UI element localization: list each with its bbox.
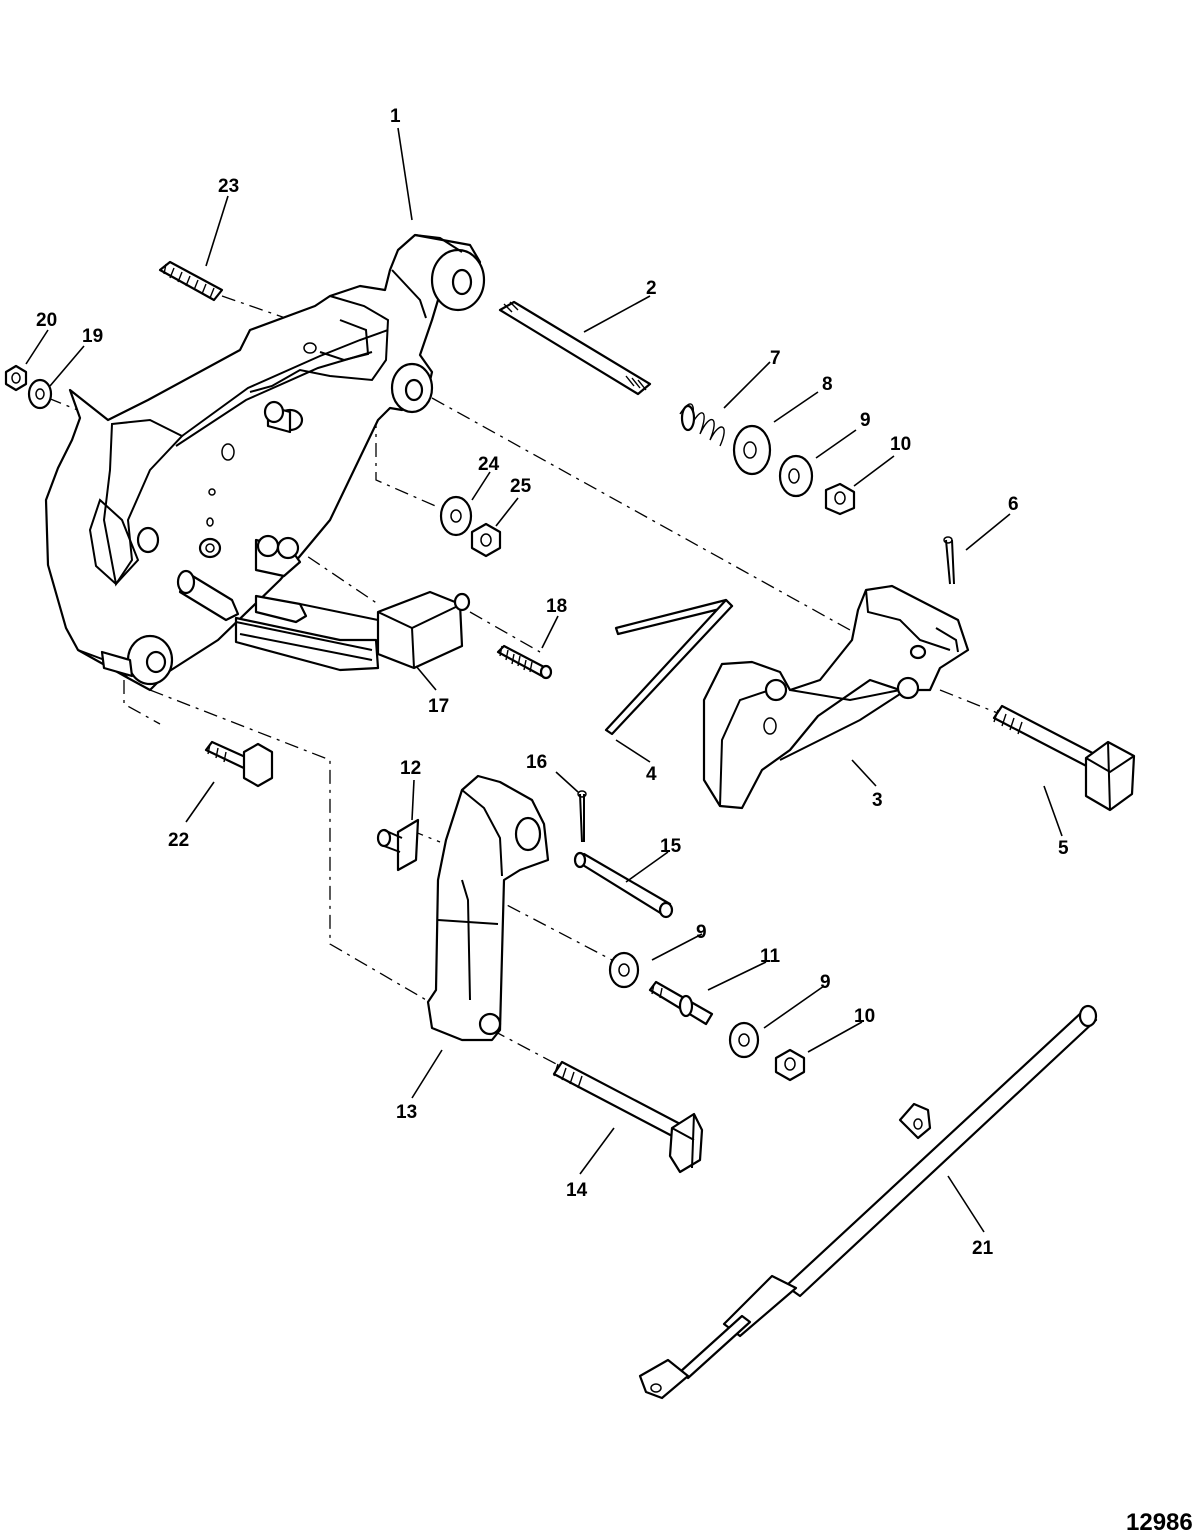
- latch-3: [702, 584, 970, 810]
- rod-4: [604, 598, 734, 736]
- long-stud: [498, 300, 652, 396]
- pivot-pin: [176, 569, 240, 622]
- callout-5: 5: [1058, 838, 1069, 859]
- arm-13: [426, 774, 550, 1042]
- callout-7: 7: [770, 348, 781, 369]
- stud-11: [648, 980, 714, 1026]
- bolt-22: [204, 740, 274, 788]
- callout-22: 22: [168, 830, 189, 851]
- callout-13: 13: [396, 1102, 417, 1123]
- callout-2: 2: [646, 278, 657, 299]
- nut-25: [470, 522, 502, 558]
- washer-9-bottom: [728, 1021, 760, 1059]
- callout-9-bottom: 9: [820, 972, 831, 993]
- spring-7: [679, 403, 725, 447]
- callout-20: 20: [36, 310, 57, 331]
- short-stud: [158, 260, 224, 302]
- callout-11: 11: [760, 946, 781, 967]
- cotter-pin-16: [577, 790, 587, 843]
- callout-24: 24: [478, 454, 500, 475]
- washer-8: [732, 424, 772, 476]
- nut-20: [4, 364, 28, 392]
- callout-9-top: 9: [860, 410, 871, 431]
- callout-10-bottom: 10: [854, 1006, 875, 1027]
- callout-25: 25: [510, 476, 532, 497]
- pin-15: [573, 851, 674, 919]
- callout-4: 4: [646, 764, 657, 785]
- callout-14: 14: [566, 1180, 588, 1201]
- drawing-reference-number: 12986: [1126, 1509, 1193, 1536]
- callout-9-lower: 9: [696, 922, 707, 943]
- washer-9-top: [778, 454, 814, 498]
- callout-21: 21: [972, 1238, 994, 1259]
- switch-assembly: [234, 590, 471, 672]
- bolt-5: [992, 704, 1136, 812]
- cotter-pin-6: [943, 536, 955, 585]
- callout-15: 15: [660, 836, 682, 857]
- callout-1: 1: [390, 106, 401, 127]
- bolt-14: [552, 1060, 704, 1174]
- washer-9-lower: [608, 951, 640, 989]
- callout-19: 19: [82, 326, 103, 347]
- callout-23: 23: [218, 176, 239, 197]
- callout-labels: 1 2 3 4 5 6 7 8 9 10 9 9 10 11 12 13 14 …: [36, 106, 1193, 1536]
- callout-3: 3: [872, 790, 883, 811]
- callout-leaders: [25, 127, 1063, 1233]
- main-bracket: [44, 233, 486, 692]
- nut-10-top: [824, 482, 856, 516]
- washer-19: [27, 378, 53, 410]
- callout-12: 12: [400, 758, 421, 779]
- callout-6: 6: [1008, 494, 1019, 515]
- washer-24: [439, 495, 473, 537]
- callout-10-top: 10: [890, 434, 911, 455]
- nut-10-bottom: [774, 1048, 806, 1082]
- callout-8: 8: [822, 374, 833, 395]
- callout-18: 18: [546, 596, 567, 617]
- screw-18: [496, 644, 553, 680]
- strut-21: [638, 1004, 1098, 1400]
- callout-17: 17: [428, 696, 449, 717]
- pin-12: [376, 818, 420, 872]
- callout-16: 16: [526, 752, 547, 773]
